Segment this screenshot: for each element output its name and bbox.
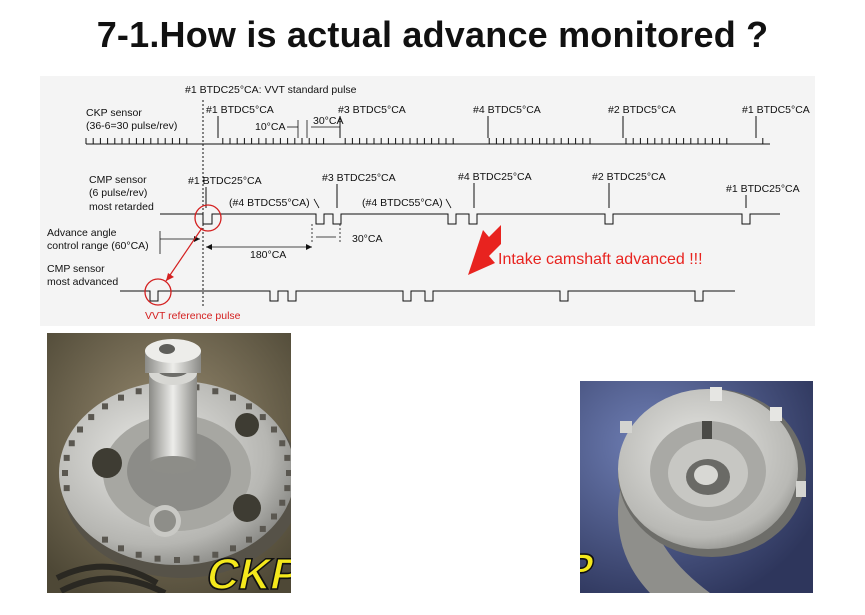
rotor-tooth (270, 426, 277, 433)
rotor-tooth (259, 525, 266, 532)
rotor-tooth (193, 555, 200, 562)
rotor-tooth (230, 545, 236, 552)
dim-180-label: 180°CA (250, 249, 286, 261)
cmp-ret-sub-1: (#4 BTDC55°CA) (229, 197, 310, 209)
rotor-tooth (230, 394, 236, 401)
rotor-tooth (88, 414, 95, 421)
ckp-rotor-photo: CKP (47, 333, 291, 593)
ref-pulse-label: #1 BTDC25°CA: VVT standard pulse (185, 84, 357, 96)
shift-arrow (165, 227, 203, 282)
cmp-ret-marker-3: #3 BTDC25°CA (322, 172, 396, 184)
cmp-ret-marker-1b: #1 BTDC25°CA (726, 183, 800, 195)
ckp-marker-1: #1 BTDC5°CA (206, 104, 274, 116)
rotor-tooth (174, 557, 180, 563)
rotor-tooth (135, 388, 142, 395)
cmp-adv-label-1: CMP sensor (47, 263, 105, 275)
rotor-tooth (212, 388, 219, 395)
slide-title: 7-1.How is actual advance monitored ? (96, 14, 769, 55)
advance-label-1: Advance angle (47, 227, 117, 239)
timing-diagram: #1 BTDC25°CA: VVT standard pulse CKP sen… (40, 76, 815, 326)
cmp-ret-label-3: most retarded (89, 201, 154, 213)
rotor-tooth (212, 551, 219, 558)
rotor-tooth (245, 536, 252, 543)
rotor-tooth (118, 545, 124, 552)
cmp-ret-marker-2: #2 BTDC25°CA (592, 171, 666, 183)
cmp-rotor-photo: CMP (580, 381, 813, 593)
dim-30-label: 30°CA (352, 233, 382, 245)
rotor-tooth (118, 394, 124, 401)
ckp-dim-10: 10°CA (255, 121, 285, 133)
ckp-label-1: CKP sensor (86, 107, 142, 119)
advance-callout: Intake camshaft advanced !!! (498, 251, 703, 268)
vvt-ref-label: VVT reference pulse (145, 310, 241, 322)
ckp-dim-30: 30°CA (313, 115, 343, 127)
rotor-tooth (63, 454, 70, 461)
cmp-ret-sub-2: (#4 BTDC55°CA) (362, 197, 443, 209)
rotor-tooth (102, 536, 109, 543)
rotor-tooth (102, 403, 109, 410)
advance-direction-arrow (468, 225, 501, 275)
ckp-label-2: (36-6=30 pulse/rev) (86, 120, 177, 132)
rotor-tooth (270, 513, 277, 520)
ckp-marker-1b: #1 BTDC5°CA (742, 104, 810, 116)
cmp-ret-label-2: (6 pulse/rev) (89, 187, 147, 199)
cmp-ret-marker-4: #4 BTDC25°CA (458, 171, 532, 183)
rotor-tooth (62, 470, 68, 476)
cmp-adv-label-2: most advanced (47, 276, 118, 288)
rotor-tooth (259, 414, 266, 421)
ckp-marker-4: #4 BTDC5°CA (473, 104, 541, 116)
rotor-tooth (154, 555, 161, 562)
rotor-tooth (63, 485, 70, 492)
cmp-ret-marker-1: #1 BTDC25°CA (188, 175, 262, 187)
rotor-tooth (77, 426, 84, 433)
ckp-photo-caption: CKP (202, 550, 291, 593)
advanced-pulse-highlight (144, 278, 172, 306)
cmp-advanced-signal (120, 290, 735, 302)
ckp-marker-2: #2 BTDC5°CA (608, 104, 676, 116)
rotor-tooth (286, 470, 291, 476)
rotor-tooth (135, 551, 142, 558)
rotor-tooth (284, 454, 291, 461)
rotor-tooth (279, 440, 286, 447)
cmp-retarded-signal (160, 213, 780, 225)
ckp-pulse-teeth (85, 138, 764, 144)
rotor-tooth (284, 485, 291, 492)
ckp-marker-3: #3 BTDC5°CA (338, 104, 406, 116)
rotor-tooth (68, 440, 75, 447)
rotor-tooth (279, 499, 286, 506)
retarded-pulse-highlight (194, 204, 222, 232)
advance-label-2: control range (60°CA) (47, 240, 149, 252)
rotor-tooth (245, 403, 252, 410)
cmp-ret-label-1: CMP sensor (89, 174, 147, 186)
